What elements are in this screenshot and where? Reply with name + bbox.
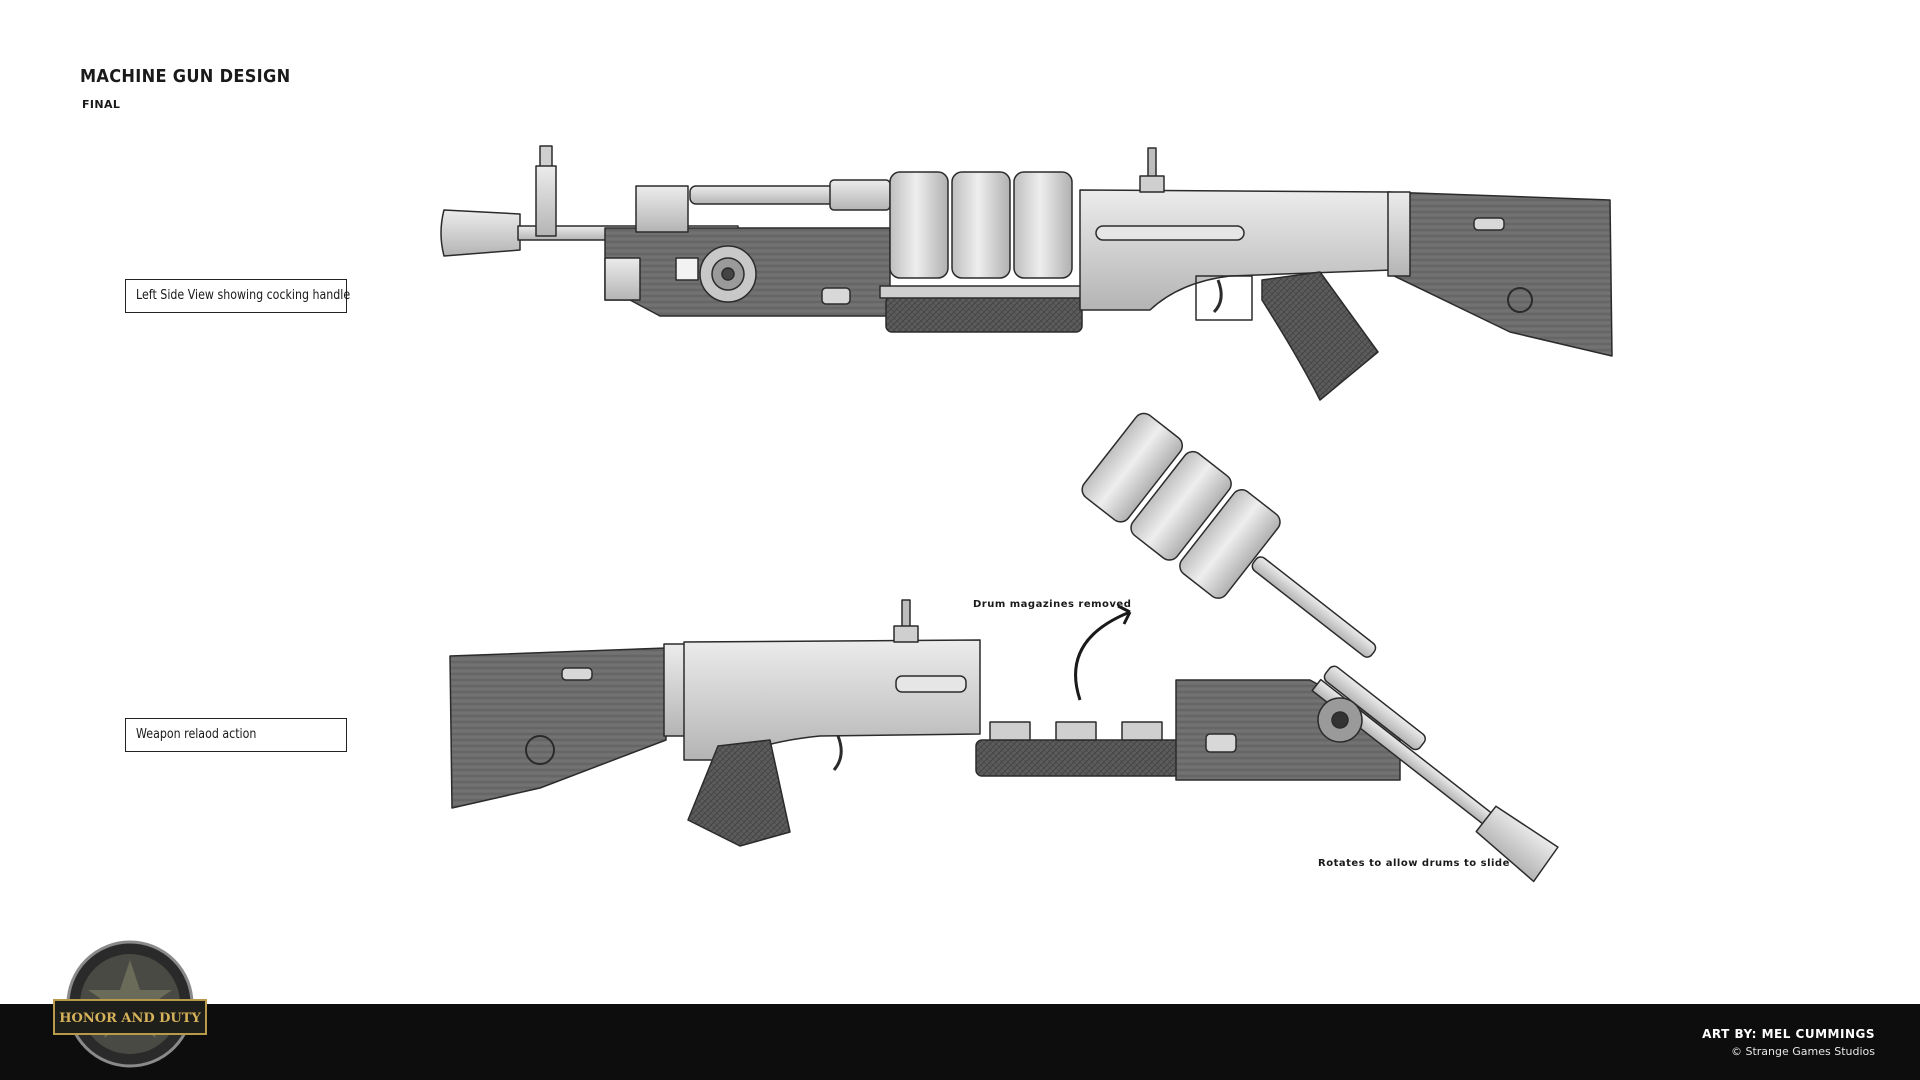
receiver-reload (683, 639, 981, 761)
pistol-grip (1261, 271, 1379, 401)
stock (1387, 191, 1613, 357)
annotation-rotates: Rotates to allow drums to slide off (1318, 858, 1531, 869)
studio-copyright: © Strange Games Studios (1730, 1045, 1875, 1058)
muzzle-device (440, 209, 521, 257)
handguard-reload (975, 739, 1181, 777)
gun-reload-view (449, 412, 1559, 883)
drum-magazines-removed (1081, 412, 1377, 658)
front-sight (535, 165, 557, 237)
label-left-side-view-text: Left Side View showing cocking handle (136, 288, 351, 303)
receiver (1079, 189, 1393, 311)
artist-credit: ART BY: MEL CUMMINGS (1702, 1027, 1875, 1041)
trigger (1212, 279, 1223, 314)
arrow-head (1117, 604, 1132, 625)
page-subtitle: FINAL (82, 98, 121, 111)
footer-bar (0, 1004, 1920, 1080)
page-title: MACHINE GUN DESIGN (80, 66, 291, 87)
honor-and-duty-logo: HONOR AND DUTY (53, 940, 207, 1068)
stock-reload (449, 647, 667, 809)
handguard (885, 295, 1083, 333)
pistol-grip-reload (687, 739, 791, 847)
label-left-side-view: Left Side View showing cocking handle (125, 279, 351, 313)
gun-left-side-view (440, 145, 1613, 401)
drum-magazines (889, 171, 1073, 279)
rear-sight (1147, 147, 1157, 179)
arrow-curve (1074, 610, 1131, 701)
label-reload-action-text: Weapon relaod action (136, 727, 257, 742)
muzzle-reload (1475, 805, 1559, 883)
credit-block: ART BY: MEL CUMMINGS © Strange Games Stu… (1702, 1027, 1875, 1058)
label-reload-action: Weapon relaod action (125, 718, 347, 752)
annotation-drums-removed: Drum magazines removed (973, 599, 1132, 610)
logo-text: HONOR AND DUTY (59, 1011, 201, 1026)
